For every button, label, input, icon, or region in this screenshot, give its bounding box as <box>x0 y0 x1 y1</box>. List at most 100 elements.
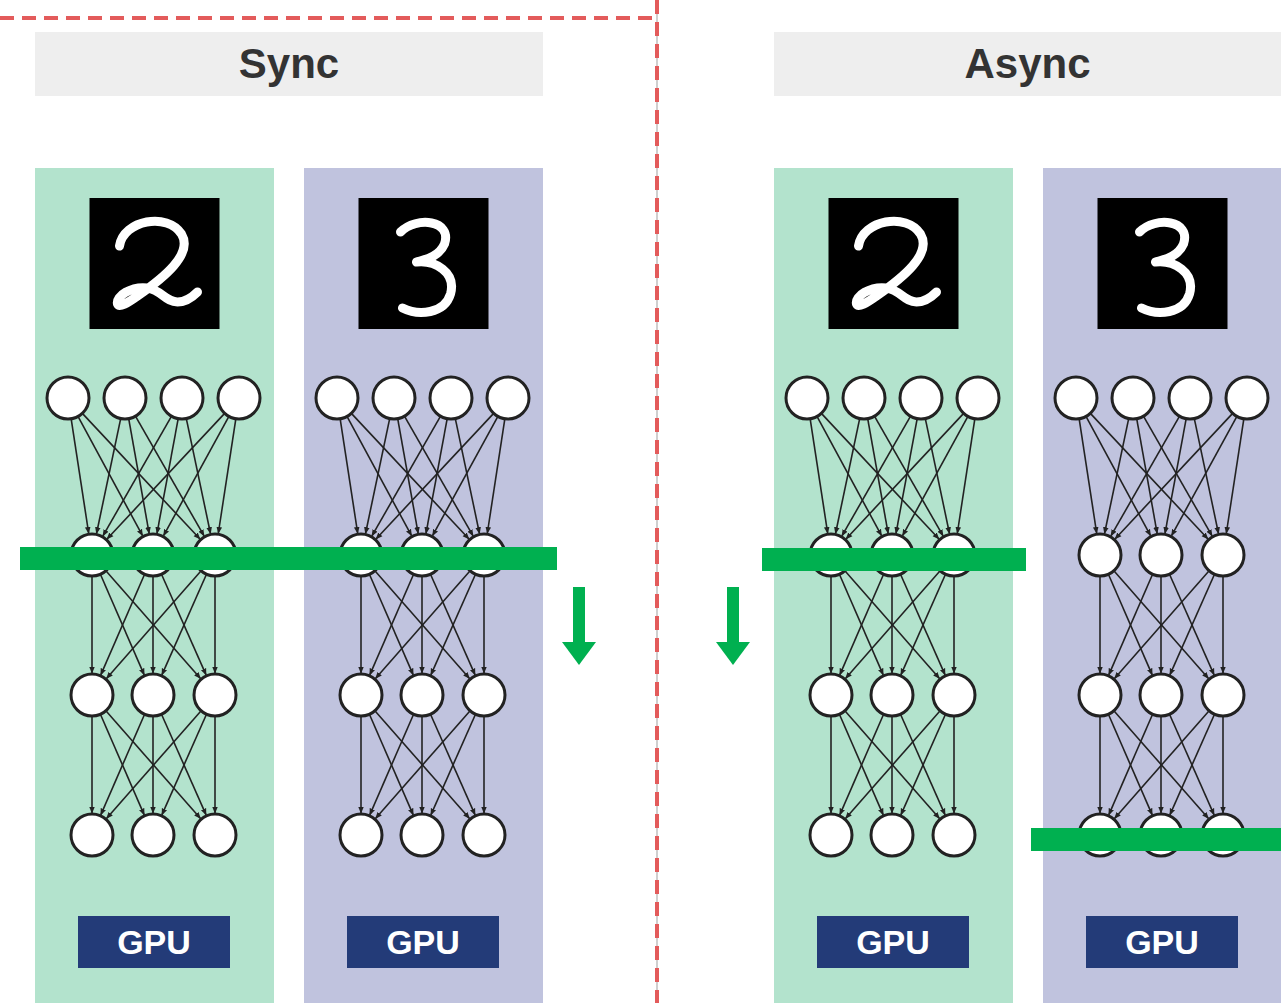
neuron <box>487 377 529 419</box>
digit-background <box>359 198 489 329</box>
neuron <box>218 377 260 419</box>
neuron <box>1140 534 1182 576</box>
network-link <box>953 716 955 813</box>
neuron <box>161 377 203 419</box>
network-link <box>404 416 473 536</box>
network-link <box>1222 576 1224 673</box>
network-link <box>1079 419 1097 533</box>
network-link <box>214 716 216 813</box>
network-link <box>107 571 202 679</box>
network-link <box>106 711 201 819</box>
progress-bar <box>762 548 1026 571</box>
network-link <box>97 419 121 534</box>
neuron <box>871 674 913 716</box>
neuron <box>194 814 236 856</box>
network-link <box>431 714 476 815</box>
digit-image <box>1098 198 1228 329</box>
panel-title-text: Sync <box>239 40 339 88</box>
network-link <box>431 574 476 675</box>
network-link <box>830 576 832 673</box>
frame-line <box>0 16 657 20</box>
neuron <box>71 814 113 856</box>
network-link <box>1143 416 1212 536</box>
gpu-label: GPU <box>117 923 191 962</box>
network-link <box>433 416 498 535</box>
neuron <box>1226 377 1268 419</box>
digit-background <box>829 198 959 329</box>
network-link <box>1170 714 1215 815</box>
neuron <box>463 674 505 716</box>
network-link <box>218 419 236 533</box>
digit-background <box>90 198 220 329</box>
network-link <box>845 571 940 679</box>
network-link <box>186 419 210 534</box>
neuron <box>900 377 942 419</box>
network-link <box>431 574 476 675</box>
neuron <box>1202 534 1244 576</box>
panel-title: Async <box>774 32 1281 96</box>
gpu-box: GPU <box>1086 916 1238 968</box>
network-link <box>1115 571 1210 679</box>
neuron <box>1202 674 1244 716</box>
gpu-label: GPU <box>1125 923 1199 962</box>
network-link <box>82 413 200 539</box>
divider-line <box>655 0 659 1003</box>
neuron <box>71 674 113 716</box>
progress-bar <box>20 547 557 570</box>
neuron <box>104 377 146 419</box>
network-link <box>1115 711 1210 819</box>
network-link <box>836 419 860 534</box>
neuron <box>340 814 382 856</box>
network-link <box>1099 576 1101 673</box>
neuron <box>1140 674 1182 716</box>
neuron <box>933 814 975 856</box>
network-link <box>901 574 946 675</box>
network-link <box>347 416 412 535</box>
network-link <box>821 413 939 539</box>
digit-background <box>1098 198 1228 329</box>
neuron <box>786 377 828 419</box>
gpu-box: GPU <box>817 916 969 968</box>
network-link <box>360 576 362 673</box>
neuron <box>373 377 415 419</box>
gpu-box: GPU <box>347 916 499 968</box>
network-link <box>925 419 949 534</box>
gpu-column <box>35 168 274 1003</box>
neuron <box>810 674 852 716</box>
network-link <box>901 714 946 815</box>
neuron <box>401 674 443 716</box>
neuron <box>316 377 358 419</box>
network-link <box>1115 413 1233 539</box>
neuron <box>843 377 885 419</box>
network-link <box>845 711 940 819</box>
progress-arrow-shaft <box>727 587 739 643</box>
gpu-column <box>1043 168 1281 1003</box>
network-link <box>71 419 89 533</box>
network-link <box>91 716 93 813</box>
network-link <box>846 711 941 819</box>
panel-title-text: Async <box>964 40 1090 88</box>
network-link <box>957 419 975 533</box>
gpu-column <box>304 168 543 1003</box>
digit-image <box>90 198 220 329</box>
network-link <box>360 716 362 813</box>
network-link <box>1170 574 1215 675</box>
network-link <box>376 711 471 819</box>
neuron <box>1079 674 1121 716</box>
progress-bar <box>1031 828 1281 851</box>
digit-stroke <box>117 221 197 305</box>
network-link <box>375 571 470 679</box>
digit-stroke <box>1140 222 1191 312</box>
digit-image <box>829 198 959 329</box>
network-link <box>810 419 828 533</box>
network-link <box>1226 419 1244 533</box>
network-link <box>901 574 946 675</box>
network-link <box>106 571 201 679</box>
network-link <box>487 419 505 533</box>
network-link <box>1114 571 1209 679</box>
progress-arrow-shaft <box>573 587 585 643</box>
network-link <box>376 571 471 679</box>
network-link <box>1105 419 1129 534</box>
digit-stroke <box>856 221 936 305</box>
